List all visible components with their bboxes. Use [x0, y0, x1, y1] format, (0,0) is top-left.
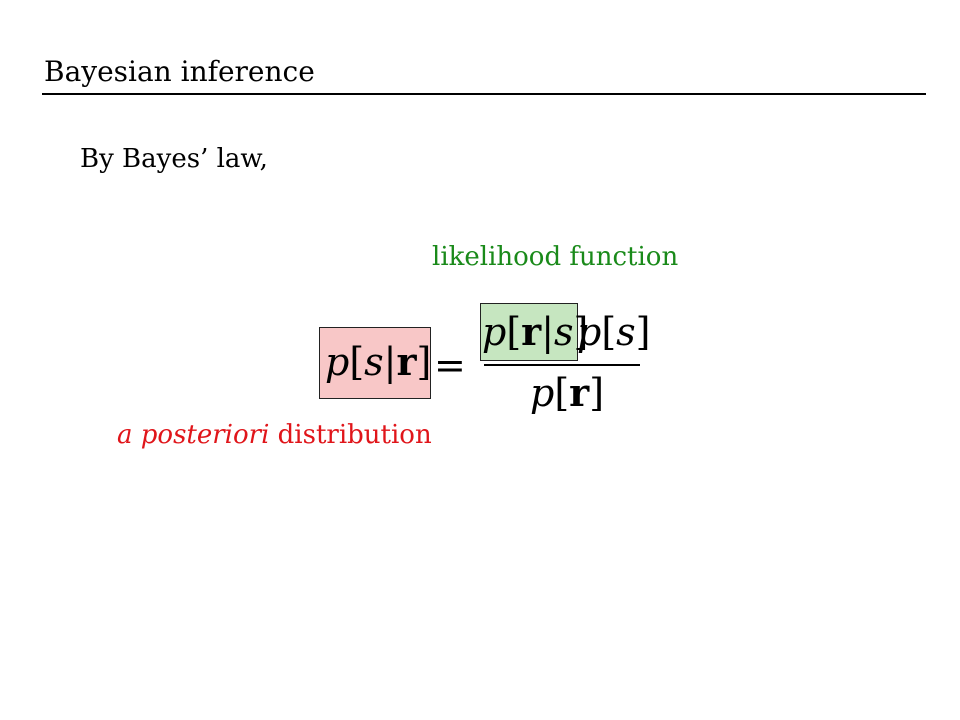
likelihood-s: s — [554, 310, 574, 354]
evidence-term: p[r] — [530, 371, 605, 415]
posterior-r: r — [396, 339, 417, 384]
posterior-term: p[s|r] — [325, 340, 432, 384]
posterior-label: a posteriori distribution — [117, 418, 432, 452]
posterior-p: p — [325, 340, 350, 384]
likelihood-close-bracket: ] — [573, 310, 589, 354]
posterior-s: s — [364, 340, 384, 384]
evidence-p: p — [530, 371, 555, 415]
evidence-close-bracket: ] — [589, 371, 605, 415]
evidence-open-bracket: [ — [554, 371, 570, 415]
likelihood-r: r — [521, 309, 542, 354]
prior-open-bracket: [ — [601, 310, 617, 354]
prior-s: s — [616, 310, 636, 354]
posterior-highlight-box — [319, 327, 431, 399]
likelihood-open-bracket: [ — [506, 310, 522, 354]
equals-sign: = — [434, 343, 466, 387]
likelihood-highlight-box — [480, 303, 578, 361]
title-underline — [42, 93, 926, 95]
likelihood-term: p[r|s] — [482, 310, 589, 354]
fraction-bar — [484, 364, 640, 366]
evidence-r: r — [569, 370, 590, 415]
prior-close-bracket: ] — [635, 310, 651, 354]
posterior-label-italic: a posteriori — [117, 420, 270, 450]
posterior-label-rest: distribution — [269, 420, 432, 450]
intro-text: By Bayes’ law, — [80, 144, 268, 174]
slide-title: Bayesian inference — [44, 55, 315, 88]
prior-term: p[s] — [577, 313, 651, 351]
likelihood-label: likelihood function — [432, 242, 679, 272]
likelihood-p: p — [482, 310, 507, 354]
posterior-open-bracket: [ — [349, 340, 365, 384]
likelihood-bar: | — [541, 310, 554, 354]
posterior-bar: | — [383, 340, 397, 384]
posterior-close-bracket: ] — [416, 340, 432, 384]
prior-p: p — [577, 310, 602, 354]
